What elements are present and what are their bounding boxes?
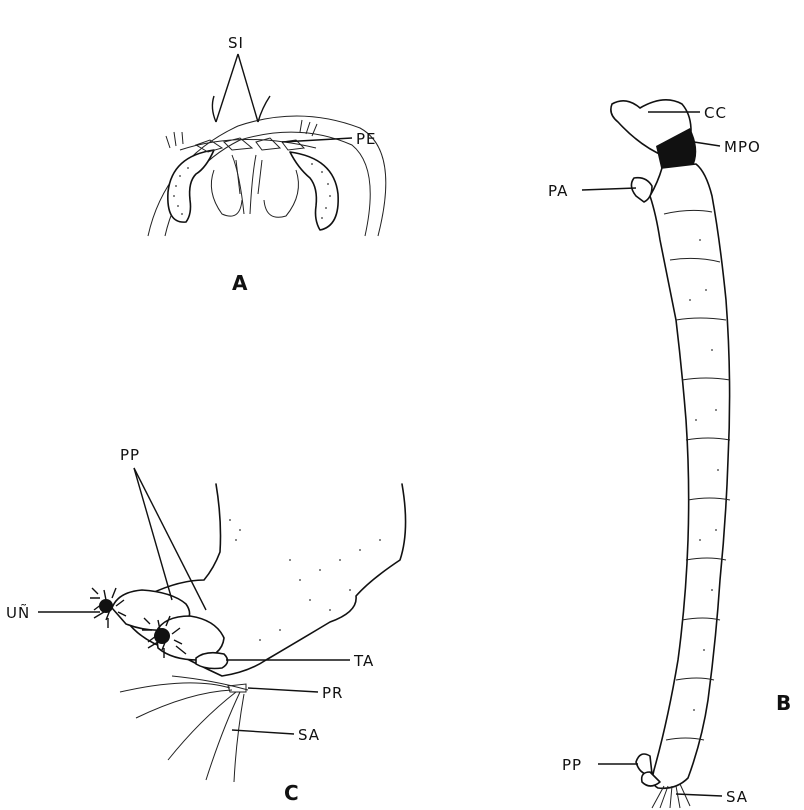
si-leader-right [238, 54, 258, 122]
label-pp-b: PP [562, 756, 582, 774]
panel-b: CC MPO PA PP SA B [548, 100, 791, 808]
panel-b-drawing [611, 100, 730, 808]
pa-leader [582, 188, 636, 190]
label-cc: CC [704, 104, 727, 122]
label-si: SI [228, 34, 244, 52]
mpo-leader [694, 142, 720, 146]
label-ta: TA [353, 652, 374, 670]
label-mpo: MPO [724, 138, 761, 156]
panel-a-drawing [148, 96, 386, 236]
panel-a-letter: A [232, 271, 248, 295]
label-pr: PR [322, 684, 343, 702]
panel-c: PP UÑ TA PR SA C [6, 446, 406, 805]
si-leader-left [216, 54, 238, 122]
label-un: UÑ [6, 603, 30, 622]
panel-c-drawing [90, 484, 406, 782]
sa-b-leader [676, 794, 722, 796]
label-sa-c: SA [298, 726, 320, 744]
pp-c-leader-1 [134, 468, 172, 600]
sa-c-leader [232, 730, 294, 734]
panel-a: SI PE A [148, 34, 386, 295]
label-pe: PE [356, 130, 377, 148]
label-sa-b: SA [726, 788, 748, 806]
label-pp-c: PP [120, 446, 140, 464]
pr-leader [248, 688, 318, 692]
label-pa: PA [548, 182, 568, 200]
panel-c-letter: C [284, 781, 299, 805]
panel-b-letter: B [776, 691, 791, 715]
